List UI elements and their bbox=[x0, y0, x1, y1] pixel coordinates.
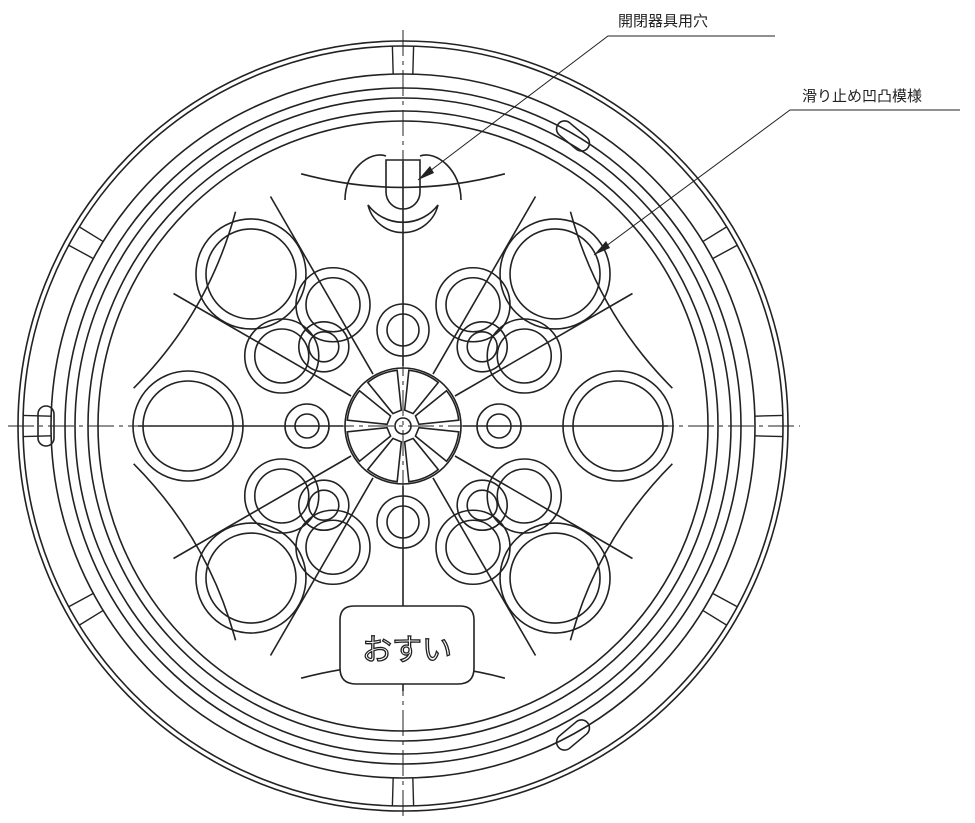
pattern-circle bbox=[466, 331, 498, 363]
pattern-circle bbox=[253, 328, 310, 384]
pattern-circle bbox=[205, 228, 297, 320]
pattern-circle bbox=[496, 468, 553, 524]
pattern-ring bbox=[456, 321, 508, 373]
pattern-leaf bbox=[300, 173, 506, 189]
frame-rib bbox=[23, 435, 52, 438]
callout-wrench-hole: 開閉器具用穴 bbox=[618, 12, 708, 30]
pattern-spoke bbox=[454, 455, 633, 560]
frame-rib bbox=[702, 609, 728, 626]
pattern-spoke bbox=[269, 477, 374, 656]
pattern-circle bbox=[496, 328, 553, 384]
pattern-leaf bbox=[133, 463, 237, 641]
frame-rib bbox=[754, 435, 783, 438]
pattern-spoke bbox=[454, 292, 633, 397]
pattern-circle bbox=[305, 276, 361, 333]
center-lines bbox=[8, 30, 800, 818]
pattern-spoke bbox=[432, 196, 537, 375]
pattern-circle bbox=[445, 519, 501, 576]
pattern-ring bbox=[298, 479, 350, 531]
frame-rib bbox=[754, 414, 783, 417]
frame-rib bbox=[78, 609, 104, 626]
hub-wedge bbox=[403, 437, 440, 483]
hub-wedge bbox=[414, 389, 460, 426]
cover-label: おすい bbox=[362, 633, 452, 668]
hub-wedge bbox=[346, 426, 392, 463]
pattern-spoke bbox=[173, 292, 352, 397]
pattern-ring bbox=[298, 321, 350, 373]
frame-rib bbox=[391, 46, 394, 75]
frame-ribs bbox=[23, 46, 783, 806]
hub-wedge bbox=[346, 389, 392, 426]
frame-rib bbox=[702, 226, 728, 243]
pattern-circle bbox=[205, 532, 297, 624]
pattern-circle bbox=[308, 331, 340, 363]
pattern-ring bbox=[195, 522, 307, 634]
leader-arrows bbox=[418, 166, 610, 255]
pattern-spoke bbox=[269, 196, 374, 375]
pattern-circle bbox=[308, 489, 340, 521]
pattern-circle bbox=[466, 489, 498, 521]
pattern-leaf bbox=[133, 211, 237, 389]
pattern-leaf bbox=[569, 211, 673, 389]
hub-wedge bbox=[403, 369, 440, 415]
frame-rib bbox=[23, 414, 52, 417]
frame-rib bbox=[412, 46, 415, 75]
pattern-ring bbox=[195, 218, 307, 330]
frame-rib bbox=[78, 226, 104, 243]
pattern-spoke bbox=[432, 477, 537, 656]
wrench-hole bbox=[344, 154, 462, 234]
pattern-circle bbox=[253, 468, 310, 524]
pattern-ring bbox=[499, 218, 611, 330]
pattern-leaf bbox=[569, 463, 673, 641]
leader-lines bbox=[417, 35, 960, 256]
hub-wedge bbox=[366, 437, 403, 483]
pattern-ring bbox=[499, 522, 611, 634]
hub-wedge bbox=[366, 369, 403, 415]
frame-slots bbox=[37, 120, 591, 751]
center-hub bbox=[344, 367, 462, 485]
hub-wedge bbox=[414, 426, 460, 463]
callout-antislip-pattern: 滑り止め凹凸模様 bbox=[802, 87, 922, 105]
frame-rib bbox=[391, 777, 394, 806]
frame-rib bbox=[712, 592, 738, 608]
antislip-pattern bbox=[132, 161, 674, 691]
pattern-circle bbox=[305, 519, 361, 576]
frame-rib bbox=[712, 244, 738, 260]
pattern-circle bbox=[509, 228, 601, 320]
frame-rib bbox=[68, 244, 94, 260]
pattern-ring bbox=[456, 479, 508, 531]
frame-rib bbox=[68, 592, 94, 608]
pattern-circle bbox=[509, 532, 601, 624]
outer-frame bbox=[17, 40, 789, 812]
label-plate: おすい bbox=[339, 605, 475, 685]
frame-rib bbox=[412, 777, 415, 806]
pattern-circle bbox=[445, 276, 501, 333]
pattern-spoke bbox=[173, 455, 352, 560]
